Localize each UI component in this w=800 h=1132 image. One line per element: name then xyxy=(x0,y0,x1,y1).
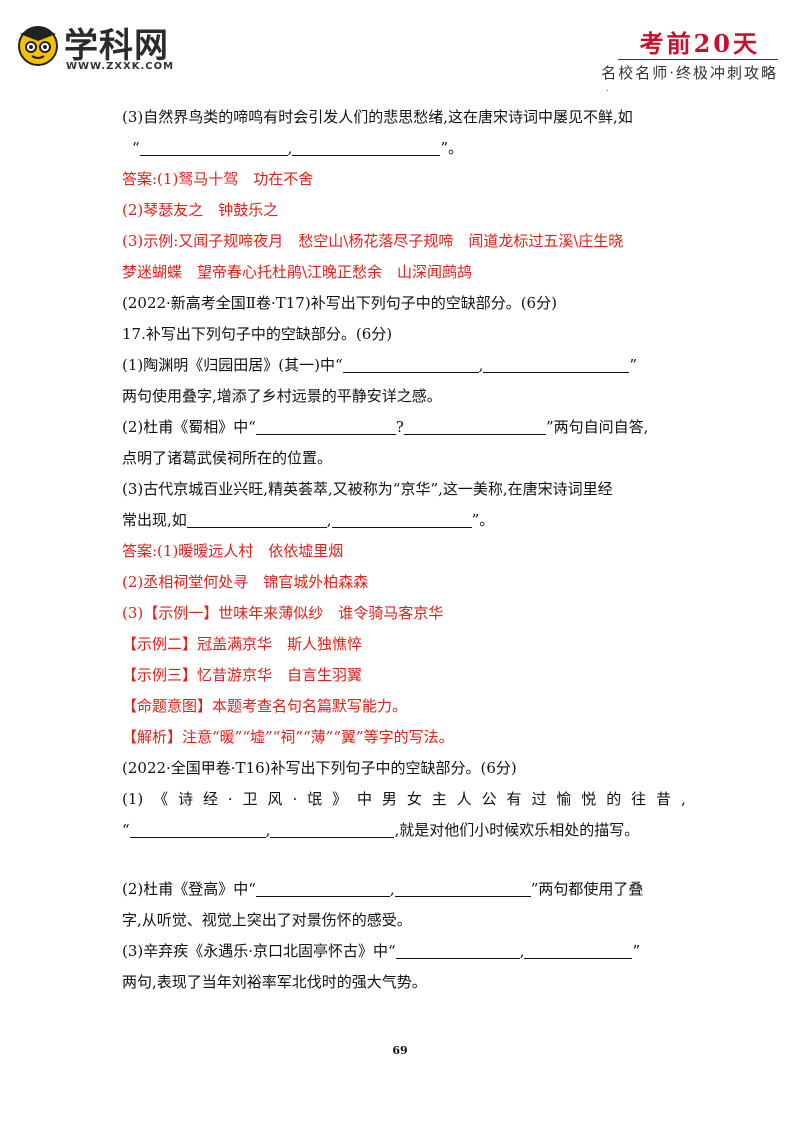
intent-line: 【命题意图】本题考查名句名篇默写能力。 xyxy=(122,697,408,715)
answer-blank[interactable] xyxy=(524,942,633,959)
j1-char: 诗 xyxy=(178,790,194,808)
j1-char: 风 xyxy=(267,790,283,808)
answer-blank[interactable] xyxy=(403,418,546,435)
spacer xyxy=(122,848,686,876)
q3-prompt: (3)自然界鸟类的啼鸣有时会引发人们的悲思愁绪,这在唐宋诗词中屡见不鲜,如 xyxy=(122,108,633,126)
q17-3b: 常出现,如,”。 xyxy=(122,511,495,529)
document-body: (3)自然界鸟类的啼鸣有时会引发人们的悲思愁绪,这在唐宋诗词中屡见不鲜,如 “,… xyxy=(122,104,686,1000)
j1-char: 愉 xyxy=(556,790,572,808)
j1b: “,,就是对他们小时候欢乐相处的描写。 xyxy=(122,821,640,839)
j1-char: 悦 xyxy=(581,790,597,808)
j1-char: 中 xyxy=(356,790,372,808)
analysis-line: 【解析】注意“暖”“墟”“祠”“薄”“翼”等字的写法。 xyxy=(122,728,454,746)
j1-char: 往 xyxy=(631,790,647,808)
answer-blank[interactable] xyxy=(139,139,288,156)
j1-char: 过 xyxy=(531,790,547,808)
j1-char: 主 xyxy=(431,790,447,808)
answer-line: (2)琴瑟友之 钟鼓乐之 xyxy=(122,201,279,219)
brand-subtitle: 名校名师·终极冲刺攻略 xyxy=(601,64,778,82)
j1-char: · xyxy=(227,790,233,808)
zxxk-logo[interactable]: 学科网 WWW.ZXXK.COM xyxy=(14,18,174,82)
j2b: 字,从听觉、视觉上突出了对景伤怀的感受。 xyxy=(122,911,412,929)
answer-blank[interactable] xyxy=(186,511,327,528)
j1-char: (1) xyxy=(122,790,144,808)
j1-char: 的 xyxy=(606,790,622,808)
brand-divider xyxy=(618,59,778,60)
answer-line: 【示例二】冠盖满京华 斯人独憔悴 xyxy=(122,635,363,653)
answer-line: 梦迷蝴蝶 望帝春心托杜鹃\江晚正愁余 山深闻鹧鸪 xyxy=(122,263,473,281)
j3: (3)辛弃疾《永遇乐·京口北固亭怀古》中“,” xyxy=(122,942,641,960)
answer-blank[interactable] xyxy=(331,511,472,528)
source-line: (2022·新高考全国Ⅱ卷·T17)补写出下列句子中的空缺部分。(6分) xyxy=(122,294,557,312)
logo-face-icon xyxy=(18,26,58,66)
answer-line: (3)示例:又闻子规啼夜月 愁空山\杨花落尽子规啼 闻道龙标过五溪\庄生晓 xyxy=(122,232,624,250)
j1-char: , xyxy=(680,790,686,808)
page-header: 学科网 WWW.ZXXK.COM 考前20天 名校名师·终极冲刺攻略 . xyxy=(0,0,800,95)
answer-line: 答案:(1)暧暧远人村 依依墟里烟 xyxy=(122,542,344,560)
answer-blank[interactable] xyxy=(255,880,390,897)
answer-blank[interactable] xyxy=(255,418,396,435)
answer-blank[interactable] xyxy=(483,356,630,373)
q17-2: (2)杜甫《蜀相》中“?”两句自问自答, xyxy=(122,418,649,436)
j1-char: 有 xyxy=(506,790,522,808)
q17-2b: 点明了诸葛武侯祠所在的位置。 xyxy=(122,449,333,467)
j1-char: 氓 xyxy=(307,790,323,808)
question-title: 17.补写出下列句子中的空缺部分。(6分) xyxy=(122,325,393,343)
j1-char: 卫 xyxy=(242,790,258,808)
brand-dot: . xyxy=(606,84,609,93)
q17-1b: 两句使用叠字,增添了乡村远景的平静安详之感。 xyxy=(122,387,442,405)
page-number: 69 xyxy=(392,1044,408,1057)
j1-char: 《 xyxy=(153,790,169,808)
j1-char: 人 xyxy=(456,790,472,808)
j1-char: 公 xyxy=(481,790,497,808)
brand-title: 考前20天 xyxy=(639,29,760,58)
q3-blanks: “,”。 xyxy=(132,139,464,157)
logo-text: 学科网 xyxy=(64,26,169,66)
answer-blank[interactable] xyxy=(342,356,479,373)
j1-line: (1) 《诗经 · 卫风 · 氓》中男女主人公有过愉悦的往昔, xyxy=(122,786,686,817)
answer-blank[interactable] xyxy=(395,942,520,959)
j1-char: 经 xyxy=(203,790,219,808)
j1-char: 女 xyxy=(406,790,422,808)
j1-char: · xyxy=(292,790,298,808)
j3b: 两句,表现了当年刘裕率军北伐时的强大气势。 xyxy=(122,973,427,991)
answer-line: 【示例三】忆昔游京华 自言生羽翼 xyxy=(122,666,363,684)
answer-blank[interactable] xyxy=(270,821,395,838)
answer-line: (3)【示例一】世味年来薄似纱 谁令骑马客京华 xyxy=(122,604,444,622)
answer-blank[interactable] xyxy=(292,139,441,156)
answer-line: 答案:(1)驽马十驾 功在不舍 xyxy=(122,170,314,188)
answer-blank[interactable] xyxy=(394,880,531,897)
j1-char: 》 xyxy=(332,790,348,808)
answer-blank[interactable] xyxy=(129,821,266,838)
j1-char: 昔 xyxy=(656,790,672,808)
answer-line: (2)丞相祠堂何处寻 锦官城外柏森森 xyxy=(122,573,369,591)
j1-char: 男 xyxy=(381,790,397,808)
source-line: (2022·全国甲卷·T16)补写出下列句子中的空缺部分。(6分) xyxy=(122,759,517,777)
q17-1: (1)陶渊明《归园田居》(其一)中“,” xyxy=(122,356,638,374)
logo-url: WWW.ZXXK.COM xyxy=(66,61,175,72)
j2: (2)杜甫《登高》中“,”两句都使用了叠 xyxy=(122,880,644,898)
q17-3: (3)古代京城百业兴旺,精英荟萃,又被称为“京华”,这一美称,在唐宋诗词里经 xyxy=(122,480,613,498)
